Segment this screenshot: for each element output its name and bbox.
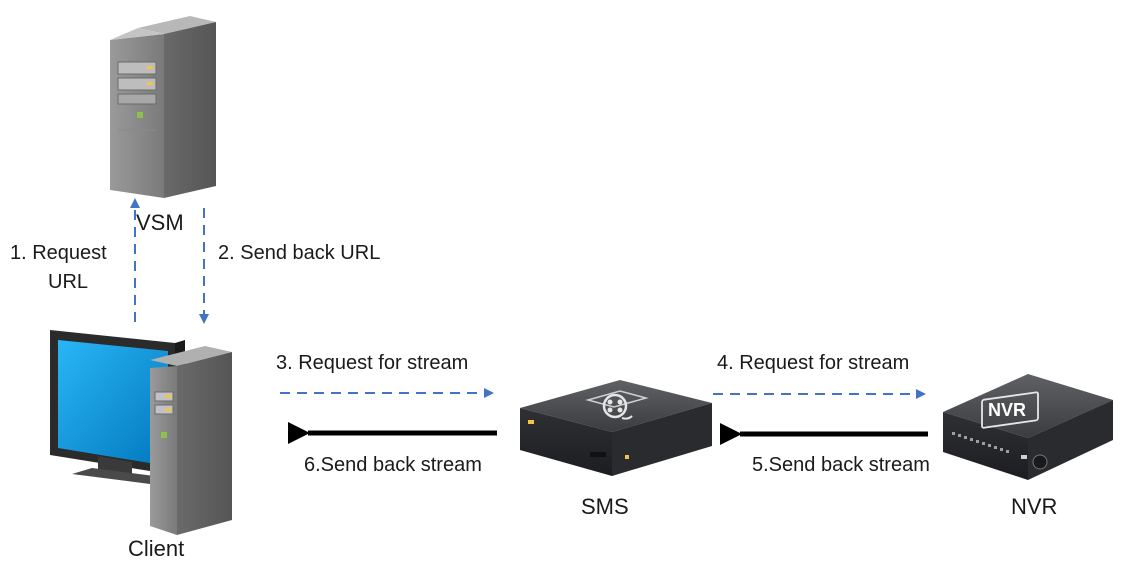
client-computer-icon [50,330,232,535]
step1-label-line1: 1. Request [10,242,107,264]
sms-server-icon [520,380,712,476]
nvr-device-icon: NVR [943,374,1113,480]
step5-label: 5.Send back stream [752,454,930,476]
step4-label: 4. Request for stream [717,352,909,374]
step1-label-line2: URL [48,271,88,293]
step2-label: 2. Send back URL [218,242,380,264]
nvr-badge: NVR [988,400,1026,420]
client-label: Client [128,536,184,561]
step6-label: 6.Send back stream [304,454,482,476]
nvr-label: NVR [1011,494,1057,519]
sms-label: SMS [581,494,629,519]
vsm-server-icon [110,16,216,198]
step3-label: 3. Request for stream [276,352,468,374]
vsm-label: VSM [136,210,184,235]
